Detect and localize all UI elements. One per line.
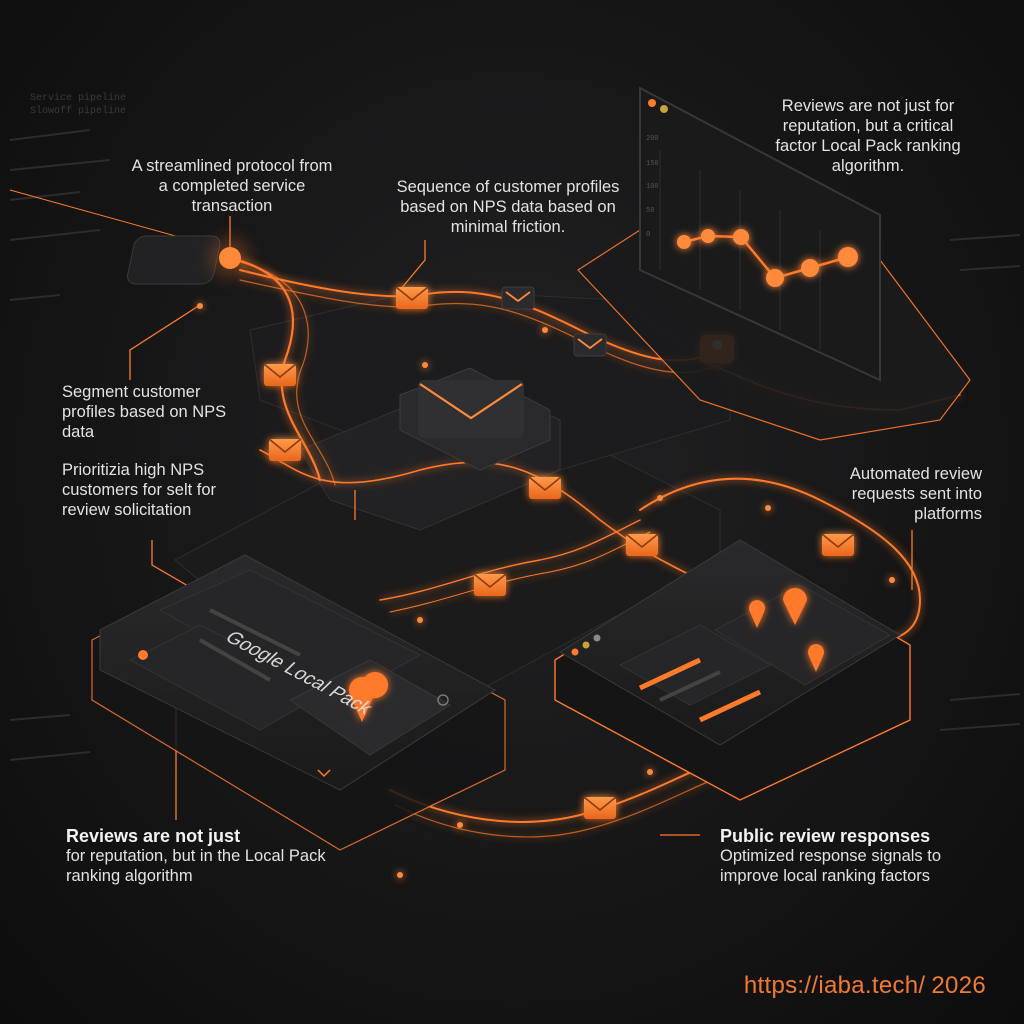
envelope-icon <box>263 363 297 387</box>
chevron-down-icon <box>317 769 331 778</box>
window-dot <box>593 634 601 642</box>
label-public-responses: Public review responses Optimized respon… <box>720 826 990 886</box>
window-dot <box>582 641 590 649</box>
footer-url[interactable]: https://iaba.tech/ <box>743 972 926 999</box>
footer: https://iaba.tech/2026 <box>744 972 986 1000</box>
chart-tick-label: 100 <box>646 183 659 191</box>
envelope-icon <box>583 796 617 820</box>
label-reviews-bottom-body: for reputation, but in the Local Pack ra… <box>66 847 326 885</box>
chart-tick-label: 0 <box>646 231 650 239</box>
envelope-icon <box>625 533 659 557</box>
label-reviews-bottom-heading: Reviews are not just <box>66 826 241 846</box>
chart-tick-label: 150 <box>646 160 659 168</box>
chart-tick-label: 200 <box>646 135 659 143</box>
envelope-icon <box>821 533 855 557</box>
map-pin-icon <box>138 650 148 660</box>
map-pin-icon <box>349 672 388 722</box>
window-dot <box>660 105 668 113</box>
ranking-chart-monitor: 200 150 100 50 0 <box>577 86 971 441</box>
central-email-tile[interactable] <box>399 367 551 471</box>
map-pin-icon <box>749 600 765 628</box>
left-background-panel <box>9 129 111 761</box>
google-local-pack-panel <box>91 554 506 851</box>
label-prioritize: Prioritizia high NPS customers for selt … <box>62 461 217 519</box>
review-map-panel <box>554 539 911 801</box>
envelope-icon <box>528 476 562 500</box>
search-icon <box>437 694 449 706</box>
map-pin-icon <box>783 588 807 625</box>
envelope-icon <box>395 286 429 310</box>
label-reviews-bottom: Reviews are not just for reputation, but… <box>66 826 336 886</box>
label-public-body: Optimized response signals to improve lo… <box>720 847 942 885</box>
background-text: Service pipeline Slowoff pipeline <box>30 93 127 117</box>
label-reputation-top: Reviews are not just for reputation, but… <box>775 97 961 175</box>
footer-year: 2026 <box>931 972 986 999</box>
label-protocol: A streamlined protocol from a completed … <box>131 157 333 215</box>
map-pin-icon <box>807 644 824 672</box>
label-automated: Automated review requests sent into plat… <box>849 465 982 523</box>
ranking-points <box>677 229 858 287</box>
label-sequence: Sequence of customer profiles based on N… <box>396 178 620 236</box>
window-dot <box>571 648 579 656</box>
chart-tick-label: 50 <box>646 207 654 215</box>
signal-dots <box>197 303 895 878</box>
label-public-heading: Public review responses <box>720 826 931 846</box>
leader-lines <box>9 189 913 836</box>
window-dot <box>648 99 656 107</box>
right-background-panel <box>939 234 1021 731</box>
chart-tick-labels: 200 150 100 50 0 <box>646 135 659 239</box>
envelope-icon <box>501 286 535 310</box>
label-segment: Segment customer profiles based on NPS d… <box>62 383 227 441</box>
envelope-icon <box>268 438 302 462</box>
envelope-icon <box>573 333 607 357</box>
service-start-node[interactable] <box>126 235 248 285</box>
envelope-icon <box>473 573 507 597</box>
